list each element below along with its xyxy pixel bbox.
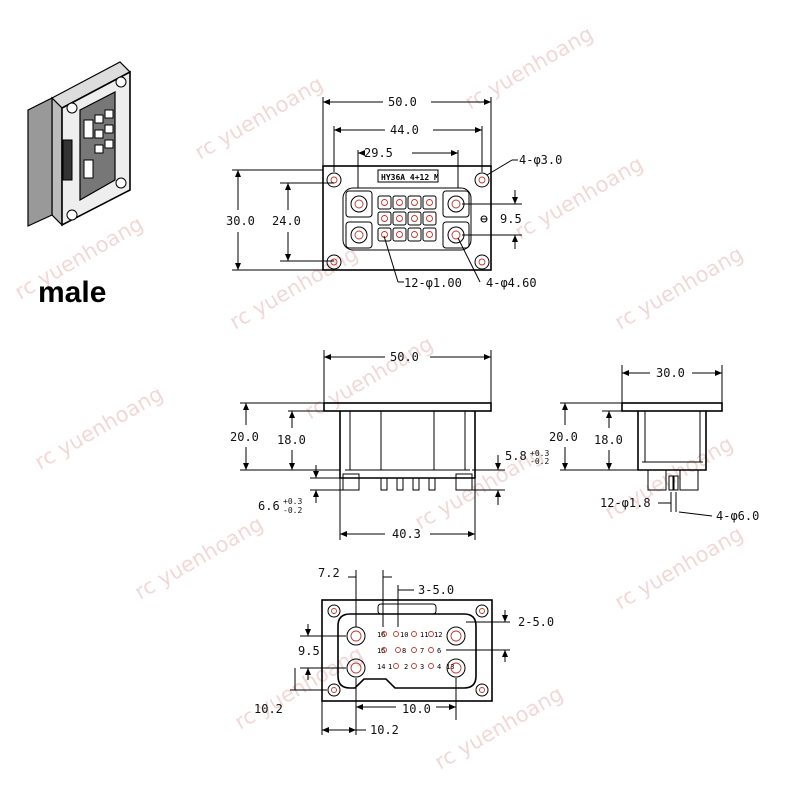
dim-end-width-overall: 30.0 — [656, 366, 685, 380]
dim-power-pin-pitch: 9.5 — [500, 212, 522, 226]
pin-number: 4 — [437, 663, 441, 671]
pin-number: 12 — [434, 631, 442, 639]
dim-front-height-holes: 24.0 — [272, 214, 301, 228]
dim-front-width-body: 29.5 — [364, 146, 393, 160]
side-flange — [323, 402, 492, 412]
pin-number: 2 — [404, 663, 408, 671]
watermark-text: rc yuenhoang — [31, 382, 168, 475]
dim-bottom-power-pitch-x: 10.0 — [402, 702, 431, 716]
callout-signal-pins: 12-φ1.00 — [404, 276, 462, 290]
pin-number: 10 — [400, 631, 408, 639]
dim-front-height-overall: 30.0 — [226, 214, 255, 228]
watermark-text: rc yuenhoang — [611, 522, 748, 615]
pin-number: 6 — [437, 647, 441, 655]
pin-number: 15 — [377, 647, 385, 655]
dim-end-height-body: 18.0 — [594, 433, 623, 447]
bottom-signal-pins — [381, 631, 434, 669]
pin-number: 1 — [388, 663, 392, 671]
dim-side-pin-span: 40.3 — [392, 527, 421, 541]
tol-upper-right: +0.3 — [530, 449, 549, 458]
dim-front-width-overall: 50.0 — [388, 95, 417, 109]
dim-bottom-signal-pitch-x: 3-5.0 — [418, 583, 454, 597]
front-body-outline — [342, 187, 472, 251]
end-flange — [621, 402, 723, 412]
dim-side-pin-length-right: 5.8 — [505, 449, 527, 463]
pin-number: 16 — [377, 631, 385, 639]
gender-label: male — [38, 276, 107, 309]
bottom-view: 16 10 11 12 15 8 7 6 14 1 2 3 4 13 — [254, 566, 554, 737]
front-flange-outline — [322, 165, 492, 271]
dim-front-width-holes: 44.0 — [390, 123, 419, 137]
watermark-text: rc yuenhoang — [191, 72, 328, 165]
end-view: 30.0 20.0 18.0 12-φ1.8 4-φ6.0 — [549, 365, 759, 523]
callout-end-signal-pins: 12-φ1.8 — [600, 496, 651, 510]
pin-number: 13 — [446, 663, 454, 671]
connector-3d-sketch — [27, 61, 131, 227]
dim-side-height-body: 18.0 — [277, 433, 306, 447]
dim-side-width-overall: 50.0 — [390, 350, 419, 364]
signal-pin-grid — [377, 195, 437, 242]
dim-end-height-overall: 20.0 — [549, 430, 578, 444]
watermark-text: rc yuenhoang — [226, 242, 363, 335]
model-marking: HY36A 4+12 M — [381, 173, 439, 182]
callout-end-power-pins: 4-φ6.0 — [716, 509, 759, 523]
pin-number: 8 — [402, 647, 406, 655]
tol-upper-left: +0.3 — [283, 497, 302, 506]
pin-number: 3 — [420, 663, 424, 671]
watermark-text: rc yuenhoang — [611, 242, 748, 335]
front-view: HY36A 4+12 M — [226, 95, 562, 290]
pin-number: 7 — [420, 647, 424, 655]
dim-bottom-signal-pitch-y: 2-5.0 — [518, 615, 554, 629]
tol-lower-right: -0.2 — [530, 457, 549, 466]
tol-lower-left: -0.2 — [283, 506, 302, 515]
watermark-text: rc yuenhoang — [411, 442, 548, 535]
callout-power-pins: 4-φ4.60 — [486, 276, 537, 290]
pin-number: 14 — [377, 663, 385, 671]
dim-bottom-power-pitch-y: 9.5 — [298, 644, 320, 658]
dim-bottom-offset-x-bottom: 10.2 — [370, 723, 399, 737]
dim-side-height-overall: 20.0 — [230, 430, 259, 444]
watermark-text: rc yuenhoang — [431, 682, 568, 775]
dim-bottom-offset-y: 10.2 — [254, 702, 283, 716]
callout-mount-holes: 4-φ3.0 — [519, 153, 562, 167]
watermark-text: rc yuenhoang — [461, 22, 598, 115]
dim-bottom-offset-x: 7.2 — [318, 566, 340, 580]
pin-number: 11 — [420, 631, 428, 639]
dim-side-pin-length-left: 6.6 — [258, 499, 280, 513]
watermark-text: rc yuenhoang — [131, 512, 268, 605]
side-view: 50.0 20.0 18.0 5.8 +0.3 -0.2 6.6 +0.3 -0… — [230, 350, 549, 541]
